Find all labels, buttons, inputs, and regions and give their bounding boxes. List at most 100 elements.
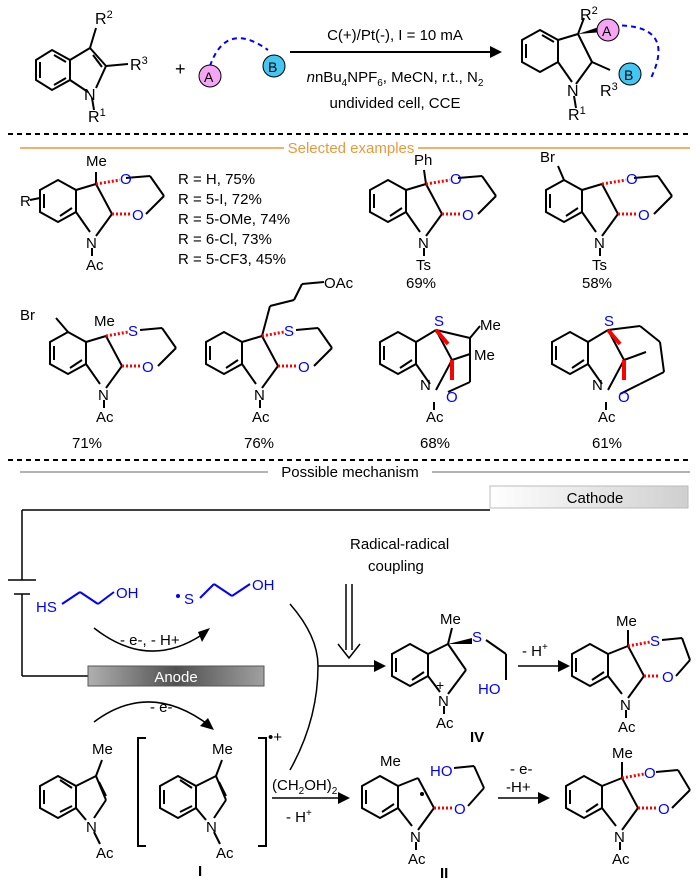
ex5-yield: 76% xyxy=(244,435,274,452)
iv-me: Me xyxy=(440,611,461,628)
ii-radical-dot xyxy=(420,792,424,796)
anode-bar xyxy=(87,665,265,687)
coupling-arrow xyxy=(337,584,361,660)
r-list-4: R = 5-CF3, 45% xyxy=(178,251,286,268)
ex4-n: N xyxy=(98,387,109,404)
label-minus-h: - H+ xyxy=(522,642,548,660)
label-minus-e: - e- xyxy=(150,699,173,716)
ex3-n: N xyxy=(594,235,605,252)
final-arrowhead xyxy=(538,792,550,804)
ex3-yield: 58% xyxy=(582,275,612,292)
r3-label: R3 xyxy=(130,55,148,74)
ex1-r: R xyxy=(20,193,31,210)
pt-s: S xyxy=(650,633,660,650)
section-possible-mechanism: Possible mechanism xyxy=(281,464,419,481)
r-list-2: R = 5-OMe, 74% xyxy=(178,211,290,228)
iv-ac: Ac xyxy=(436,715,454,732)
ex1-me: Me xyxy=(86,153,107,170)
ex4-yield: 71% xyxy=(72,435,102,452)
ex3-o1: O xyxy=(626,171,638,188)
ex7-ac: Ac xyxy=(598,409,616,426)
radical-cation-i xyxy=(137,737,267,847)
pd-o2: O xyxy=(658,801,670,818)
r-list-3: R = 6-Cl, 73% xyxy=(178,231,272,248)
example-1-structure xyxy=(29,172,165,256)
label-e-minus-2: - e- xyxy=(510,761,533,778)
diol-arrowhead xyxy=(338,792,350,804)
iv-plus: + xyxy=(436,677,444,693)
product-r2: R2 xyxy=(580,5,598,24)
pd-ac: Ac xyxy=(612,851,630,868)
ex2-o2: O xyxy=(462,207,474,224)
pd-me: Me xyxy=(612,745,633,762)
thiyl-radical xyxy=(199,583,251,599)
i-n: N xyxy=(206,819,217,836)
ex5-n: N xyxy=(254,387,265,404)
ex1-hash-bond xyxy=(95,178,121,186)
product-a-label: A xyxy=(602,23,612,39)
product-circle-b xyxy=(618,62,642,86)
ex2-o1: O xyxy=(450,171,462,188)
ex1-n: N xyxy=(86,235,97,252)
ex6-me2: Me xyxy=(474,347,495,364)
pd-o1: O xyxy=(644,765,656,782)
ex4-me: Me xyxy=(94,313,115,330)
reactant-indole xyxy=(35,27,129,111)
product-indoline xyxy=(521,17,660,109)
ex4-br: Br xyxy=(20,307,35,324)
ex5-o: O xyxy=(298,359,310,376)
i-charge: •+ xyxy=(268,729,282,746)
ii-ho: HO xyxy=(430,763,453,780)
ex2-yield: 69% xyxy=(406,275,436,292)
ex5-oac: OAc xyxy=(324,275,354,292)
r1-label: R1 xyxy=(88,107,106,126)
indole-me: Me xyxy=(92,741,113,758)
ex4-s: S xyxy=(128,323,138,340)
label-e-h: - e-, - H+ xyxy=(120,632,180,649)
thiyl-oh: OH xyxy=(252,577,275,594)
ex7-yield: 61% xyxy=(592,435,622,452)
converge-arrowhead xyxy=(374,660,386,672)
minus-h-plus-label: - H+ xyxy=(286,808,312,826)
cathode-bar xyxy=(489,485,689,509)
iv-ho: HO xyxy=(478,681,501,698)
ex2-hash-bond xyxy=(425,178,451,186)
pd-hash-bond xyxy=(621,772,645,780)
n-atom-label: N xyxy=(84,87,96,104)
ex4-o: O xyxy=(142,359,154,376)
indole-n: N xyxy=(86,819,97,836)
ex7-red-bond-1 xyxy=(606,328,622,346)
ex7-o: O xyxy=(618,389,630,406)
product-r3: R3 xyxy=(600,81,618,100)
pt-ac: Ac xyxy=(618,719,636,736)
ex5-ac: Ac xyxy=(252,409,270,426)
ii-n: N xyxy=(410,829,421,846)
ex3-hash-bond xyxy=(601,178,627,186)
r-list-1: R = 5-I, 72% xyxy=(178,191,262,208)
cathode-label: Cathode xyxy=(567,490,624,507)
product-thio xyxy=(571,630,691,718)
product-dioxane xyxy=(565,762,691,850)
ex1-ac: Ac xyxy=(86,257,104,274)
ii-ac: Ac xyxy=(408,851,426,868)
example-7-structure xyxy=(551,325,665,410)
thiyl-s: S xyxy=(184,591,194,608)
reaction-arrowhead xyxy=(490,46,502,58)
thiol-oh: OH xyxy=(116,585,139,602)
pt-me: Me xyxy=(616,613,637,630)
product-b-label: B xyxy=(624,67,633,83)
ex7-n: N xyxy=(592,377,603,394)
ii-o: O xyxy=(454,801,466,818)
condition-line-3: undivided cell, CCE xyxy=(330,95,461,112)
product-circle-a xyxy=(596,18,620,42)
example-5-structure xyxy=(205,281,333,408)
pd-n: N xyxy=(614,829,625,846)
r2-label: R2 xyxy=(95,9,113,28)
ex6-yield: 68% xyxy=(420,435,450,452)
label-i: I xyxy=(198,863,202,880)
ex5-hash-bond xyxy=(261,330,285,338)
diol-label: (CH2OH)2 xyxy=(272,777,338,797)
oxidation-arrowhead-2 xyxy=(200,718,214,730)
ex1-o1: O xyxy=(120,171,132,188)
ex2-ph: Ph xyxy=(414,152,432,169)
